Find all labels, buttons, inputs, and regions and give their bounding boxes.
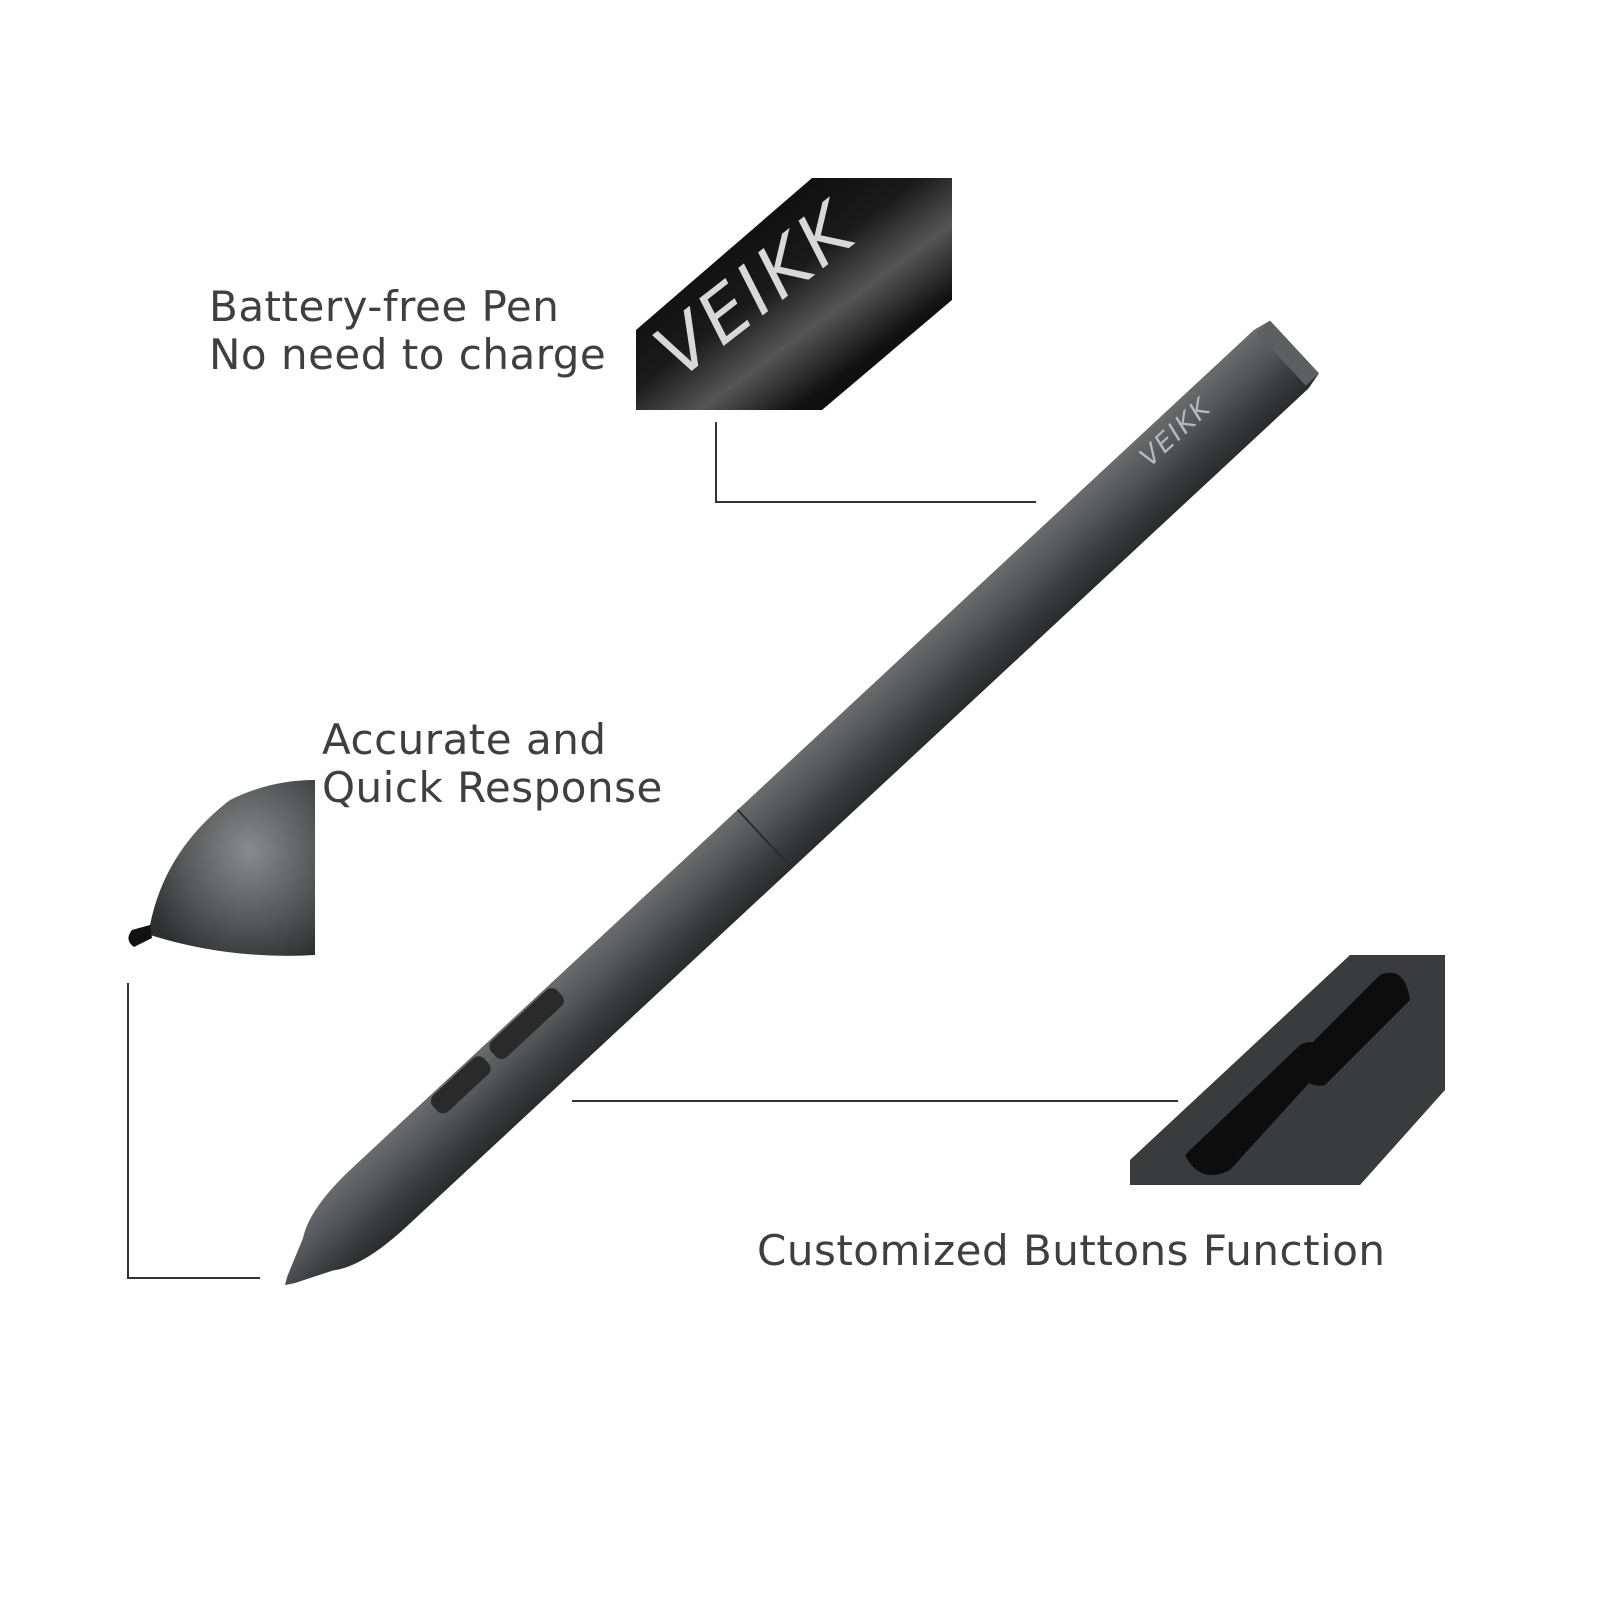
battery-feature-label: Battery-free Pen No need to charge [209,283,606,379]
tip-detail-nib [128,925,152,947]
logo-detail: VEIKK [636,178,952,410]
buttons-detail-upper-button [1300,972,1410,1086]
buttons-detail [1130,955,1445,1185]
callout-line-tip [127,983,260,1279]
callout-line-battery [715,422,1036,503]
tip-detail-cone [150,780,315,956]
pen-button-upper [489,988,564,1059]
response-line2: Quick Response [322,763,663,812]
response-line1: Accurate and [322,715,607,764]
pen-seam [736,809,793,870]
buttons-line1: Customized Buttons Function [757,1226,1386,1275]
pen-body [285,320,1319,1285]
battery-line1: Battery-free Pen [209,282,560,331]
tip-detail [128,780,315,956]
pen-end-cap [1256,320,1319,386]
buttons-detail-lower-button [1185,1042,1330,1175]
pen-button-lower [430,1056,491,1114]
response-feature-label: Accurate and Quick Response [322,716,663,812]
battery-line2: No need to charge [209,330,607,379]
buttons-feature-label: Customized Buttons Function [757,1227,1386,1275]
logo-detail-background [636,178,952,410]
